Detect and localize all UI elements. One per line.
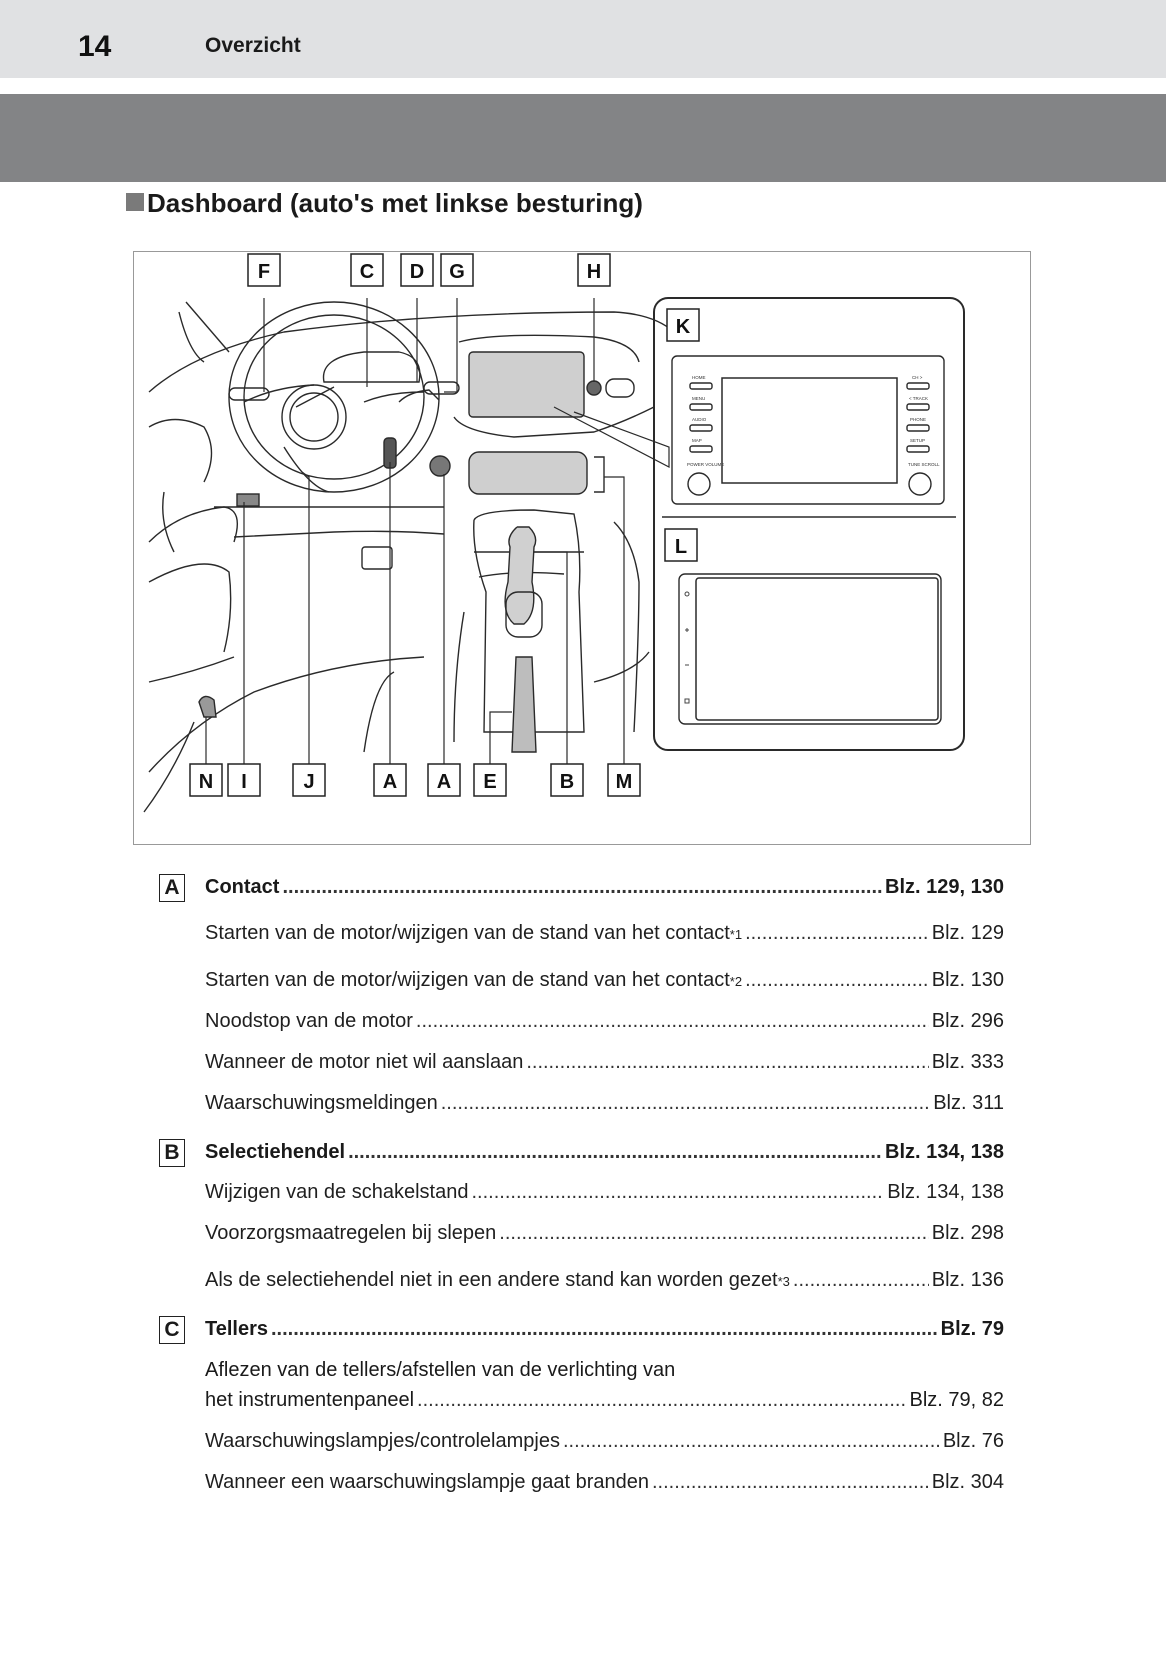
item-page: Blz. 134, 138 [887, 1181, 1004, 1203]
svg-text:B: B [560, 771, 574, 793]
section-heading-text: Dashboard (auto's met linkse besturing) [147, 188, 643, 218]
audio-right-label: PHONE [910, 417, 926, 422]
dashboard-outline [148, 311, 675, 393]
item-page: Blz. 76 [942, 1430, 1004, 1452]
svg-text:A: A [437, 771, 451, 793]
entry-page: Blz. 79 [940, 1318, 1004, 1340]
callout-g: G [440, 253, 474, 287]
dashboard-illustration: HOME MENU AUDIO MAP POWER VOLUME CH > < … [133, 251, 1031, 845]
center-display [468, 351, 585, 418]
list-item: Wanneer een waarschuwingslampje gaat bra… [159, 1459, 1004, 1500]
callout-c: C [350, 253, 384, 287]
entry-tellers: C Tellers Blz. 79 [159, 1312, 1004, 1346]
callout-l: L [664, 528, 698, 562]
svg-text:J: J [303, 771, 314, 793]
callout-b: B [550, 763, 584, 797]
list-item: Wanneer de motor niet wil aanslaanBlz. 3… [159, 1039, 1004, 1080]
entry-title: Tellers [205, 1318, 268, 1340]
section-heading: Dashboard (auto's met linkse besturing) [126, 188, 643, 219]
entry-letter: A [159, 874, 185, 902]
list-item: Voorzorgsmaatregelen bij slepenBlz. 298 [159, 1210, 1004, 1251]
start-button [429, 455, 451, 477]
audio-left-label: HOME [692, 375, 706, 380]
shift-lever [504, 526, 537, 625]
svg-text:H: H [587, 261, 601, 283]
list-item: Starten van de motor/wijzigen van de sta… [159, 951, 1004, 998]
svg-text:F: F [258, 261, 270, 283]
audio-right-label: SETUP [910, 438, 925, 443]
svg-text:N: N [199, 771, 213, 793]
audio-right-label: CH > [912, 375, 923, 380]
list-item: WaarschuwingsmeldingenBlz. 311 [159, 1080, 1004, 1121]
list-item: Aflezen van de tellers/afstellen van de … [159, 1346, 1004, 1418]
audio-right-label: TUNE SCROLL [908, 462, 940, 467]
item-page: Blz. 298 [931, 1222, 1004, 1244]
list-item: Wijzigen van de schakelstandBlz. 134, 13… [159, 1169, 1004, 1210]
audio-left-label: AUDIO [692, 417, 707, 422]
callout-h: H [577, 253, 611, 287]
callout-f: F [247, 253, 281, 287]
callout-e: E [473, 763, 507, 797]
item-page: Blz. 311 [933, 1092, 1004, 1114]
audio-right-label: < TRACK [909, 396, 928, 401]
callout-i: I [227, 763, 261, 797]
entry-page: Blz. 129, 130 [885, 876, 1004, 898]
item-page: Blz. 130 [931, 969, 1004, 991]
item-page: Blz. 79, 82 [909, 1389, 1004, 1411]
climate-panel [468, 451, 588, 495]
list-item: Noodstop van de motorBlz. 296 [159, 998, 1004, 1039]
list-item: Starten van de motor/wijzigen van de sta… [159, 904, 1004, 951]
callout-a2: A [427, 763, 461, 797]
audio-right-buttons [906, 382, 932, 496]
item-page: Blz. 129 [931, 922, 1004, 944]
svg-text:D: D [410, 261, 424, 283]
callout-n: N [189, 763, 223, 797]
decorative-band [0, 94, 1166, 182]
svg-text:A: A [383, 771, 397, 793]
display-unit-l [678, 573, 942, 725]
audio-unit-k [671, 355, 945, 505]
list-item: Waarschuwingslampjes/controlelampjesBlz.… [159, 1418, 1004, 1459]
entry-contact: A Contact Blz. 129, 130 [159, 870, 1004, 904]
svg-text:G: G [449, 261, 465, 283]
list-item: Als de selectiehendel niet in een andere… [159, 1251, 1004, 1298]
svg-text:E: E [483, 771, 496, 793]
callout-d: D [400, 253, 434, 287]
header-bar [0, 0, 1166, 78]
entry-page: Blz. 134, 138 [885, 1141, 1004, 1163]
audio-left-label: POWER VOLUME [687, 462, 724, 467]
callout-a1: A [373, 763, 407, 797]
entry-selectiehendel: B Selectiehendel Blz. 134, 138 [159, 1135, 1004, 1169]
audio-left-label: MAP [692, 438, 702, 443]
svg-text:K: K [676, 316, 691, 338]
parking-brake-lever [511, 656, 537, 753]
entry-title: Selectiehendel [205, 1141, 346, 1163]
entry-title: Contact [205, 876, 280, 898]
item-page: Blz. 304 [931, 1471, 1004, 1493]
svg-text:M: M [616, 771, 633, 793]
entry-letter: C [159, 1316, 185, 1344]
chapter-title: Overzicht [205, 34, 301, 57]
svg-text:L: L [675, 536, 687, 558]
item-page: Blz. 296 [931, 1010, 1004, 1032]
audio-left-label: MENU [692, 396, 705, 401]
heading-square-icon [126, 193, 144, 211]
callout-k: K [666, 308, 700, 342]
callout-labels: F C D G H K L N I J A A E B M [189, 253, 700, 797]
svg-text:C: C [360, 261, 374, 283]
item-page: Blz. 136 [931, 1269, 1004, 1291]
callout-m: M [607, 763, 641, 797]
instrument-cluster [322, 351, 421, 383]
page-number: 14 [78, 30, 112, 63]
entry-letter: B [159, 1139, 185, 1167]
inset-panel [653, 297, 965, 751]
item-page: Blz. 333 [931, 1051, 1004, 1073]
audio-left-buttons [687, 382, 713, 496]
svg-text:I: I [241, 771, 247, 793]
callout-j: J [292, 763, 326, 797]
entry-list: A Contact Blz. 129, 130 Starten van de mo… [159, 860, 1004, 1500]
